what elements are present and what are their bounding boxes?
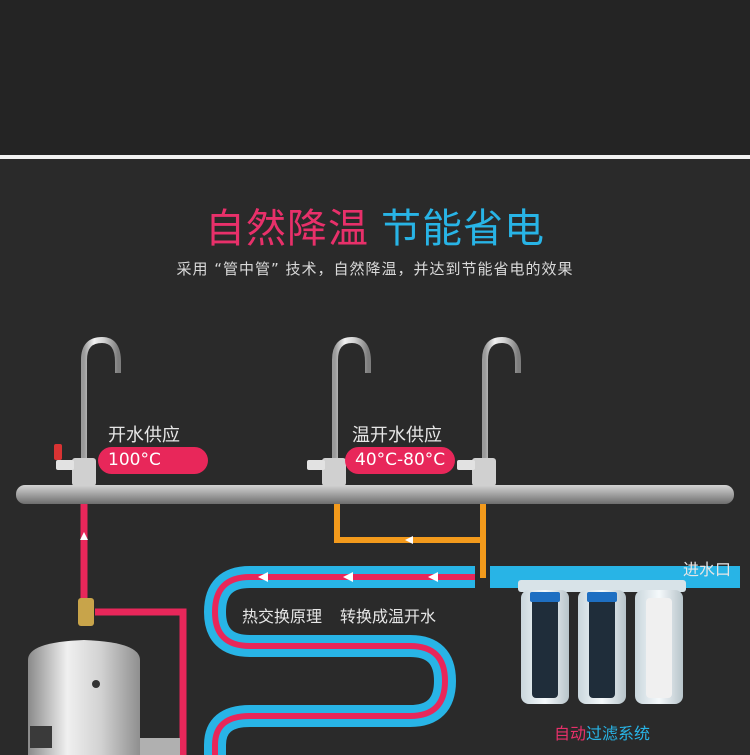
top-banner (0, 0, 750, 155)
filter-cartridge-icon (635, 590, 683, 704)
boiler-tank-icon (28, 598, 180, 755)
convert-label: 转换成温开水 (340, 607, 437, 626)
inlet-label: 进水口 (683, 560, 732, 579)
hot-temp-badge: 100°C (98, 447, 208, 474)
filter-cartridge-icon (521, 590, 569, 704)
auto-label: 自动 (554, 724, 587, 743)
hot-supply-label: 开水供应 (108, 425, 180, 446)
title-natural-cooling: 自然降温 (205, 206, 369, 252)
faucet-icon (457, 336, 521, 486)
main-steel-pipe (16, 485, 734, 504)
filter-system-label: 自动过滤系统 (554, 720, 650, 744)
flow-arrow-icon (80, 532, 438, 582)
heat-exchange-coil (204, 566, 740, 755)
warm-supply-label: 温开水供应 (352, 425, 442, 446)
filter-system (518, 580, 686, 704)
faucet-icon (54, 336, 121, 486)
section-subtitle: 采用 “管中管” 技术，自然降温，并达到节能省电的效果 (176, 260, 574, 278)
boiler-return-pipe (95, 608, 187, 755)
section-divider (0, 155, 750, 159)
warm-temp-badge: 40°C-80°C (345, 447, 456, 474)
section-title: 自然降温节能省电 (0, 196, 750, 254)
title-energy-saving: 节能省电 (381, 206, 545, 252)
filter-cartridge-icon (578, 590, 626, 704)
heat-exchange-label: 热交换原理 (242, 607, 323, 626)
faucet-icon (307, 336, 371, 486)
filter-label: 过滤系统 (586, 724, 651, 743)
